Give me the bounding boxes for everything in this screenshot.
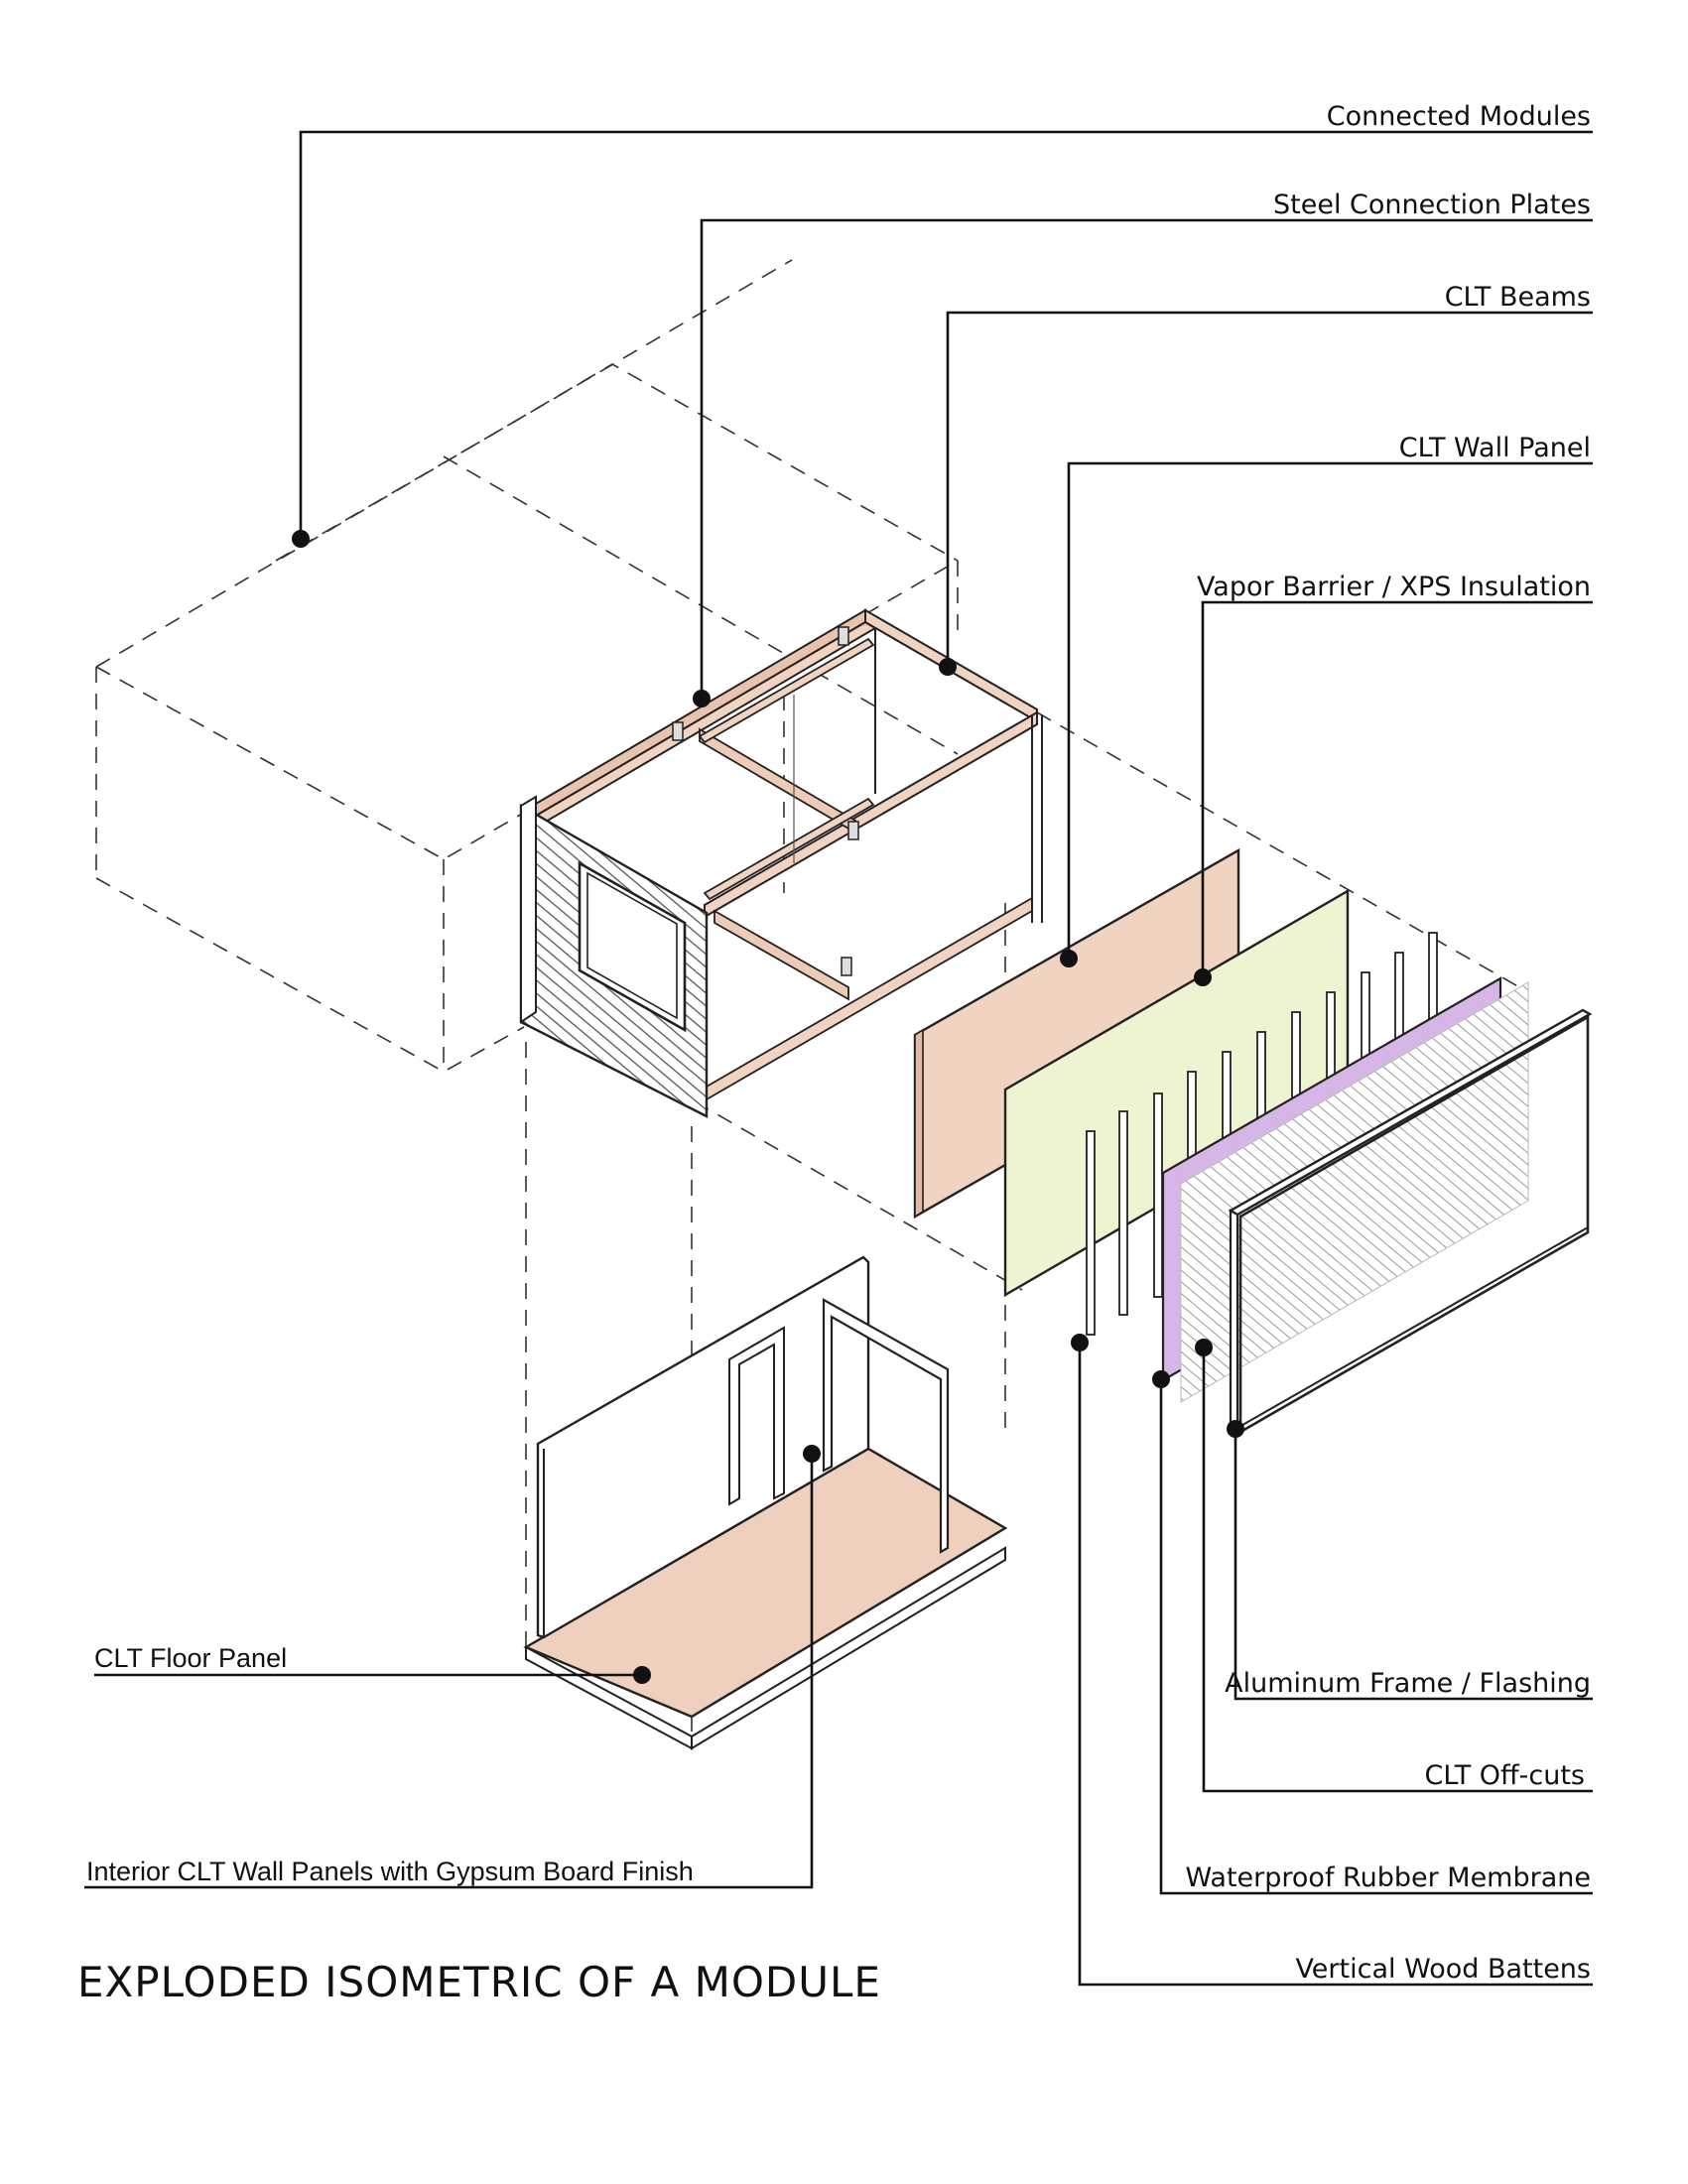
label-interior-clt-wall-panels: Interior CLT Wall Panels with Gypsum Boa… — [86, 1857, 694, 1886]
leader-dots — [292, 530, 1244, 1684]
dot-steel-plates — [693, 690, 711, 707]
dot-vapor-barrier — [1194, 968, 1212, 986]
label-vapor-barrier-xps: Vapor Barrier / XPS Insulation — [1197, 572, 1591, 602]
steel-plate-2 — [838, 626, 849, 646]
label-aluminum-frame-flashing: Aluminum Frame / Flashing — [1225, 1668, 1591, 1699]
diagram-title: EXPLODED ISOMETRIC OF A MODULE — [77, 1958, 881, 2006]
clt-beam-mid-1 — [699, 727, 856, 835]
dot-wood-battens — [1071, 1334, 1089, 1351]
label-steel-connection-plates: Steel Connection Plates — [1273, 190, 1591, 220]
clt-beam-mid-4 — [714, 909, 849, 1001]
clt-offcuts-panel — [1180, 981, 1529, 1403]
label-vertical-wood-battens: Vertical Wood Battens — [1295, 1954, 1591, 1985]
dot-rubber-membrane — [1152, 1370, 1170, 1388]
dot-clt-wall-panel — [1060, 950, 1078, 967]
dot-connected-modules — [292, 530, 310, 548]
dot-clt-beams — [939, 658, 957, 676]
clt-beam-mid-2 — [698, 637, 875, 744]
end-wall-edge — [520, 795, 537, 1024]
interior-partition — [822, 1298, 950, 1554]
clt-floor-side — [691, 1546, 1006, 1750]
label-waterproof-rubber-membrane: Waterproof Rubber Membrane — [1185, 1863, 1591, 1893]
interior-back-wall — [536, 1255, 870, 1639]
steel-plate-1 — [672, 721, 684, 741]
interior-assembly — [523, 1255, 1008, 1750]
clt-beam-front — [704, 710, 1038, 919]
module-frame — [519, 608, 1043, 1118]
label-clt-offcuts: CLT Off-cuts — [1425, 1760, 1585, 1791]
dot-interior-walls — [803, 1445, 821, 1463]
steel-plate-3 — [847, 821, 859, 840]
leaders — [84, 130, 1593, 1987]
label-connected-modules: Connected Modules — [1327, 101, 1591, 132]
dot-clt-offcuts — [1195, 1339, 1213, 1356]
window-glass — [586, 871, 678, 1020]
label-clt-floor-panel: CLT Floor Panel — [94, 1643, 287, 1673]
dot-clt-floor — [633, 1666, 651, 1684]
dot-aluminum-frame — [1227, 1420, 1244, 1438]
label-clt-beams: CLT Beams — [1445, 282, 1591, 313]
label-clt-wall-panel: CLT Wall Panel — [1399, 433, 1591, 463]
steel-plate-4 — [841, 957, 852, 976]
clt-beam-left — [534, 620, 877, 824]
clt-beam-mid-3 — [703, 797, 875, 901]
interior-door-opening — [728, 1326, 785, 1506]
